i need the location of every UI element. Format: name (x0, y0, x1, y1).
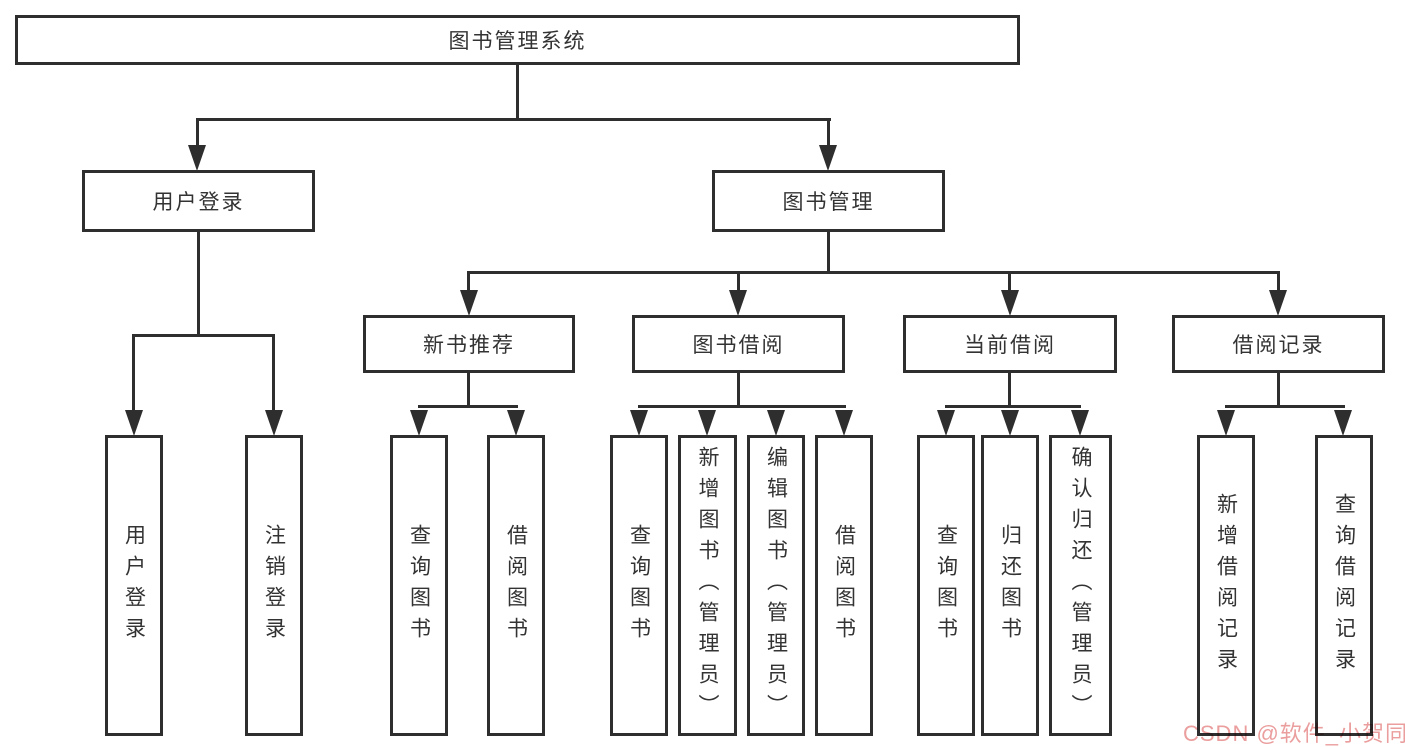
leaf-query-books-borrowing: 查询图书 (610, 435, 668, 736)
leaf-return-books: 归还图书 (981, 435, 1039, 736)
arrow-down-icon (819, 145, 837, 171)
leaf-confirm-return-admin: 确认归还（管理员） (1049, 435, 1112, 736)
arrow-down-icon (729, 290, 747, 316)
leaf-add-books-admin: 新增图书（管理员） (678, 435, 737, 736)
arrow-down-icon (410, 410, 428, 436)
leaf-borrow-books-recommend: 借阅图书 (487, 435, 545, 736)
leaf-borrow-books: 借阅图书 (815, 435, 873, 736)
node-label: 图书管理 (782, 191, 875, 214)
connector-line (1008, 271, 1011, 293)
connector-line (638, 405, 846, 408)
connector-line (827, 118, 830, 147)
arrow-down-icon (1334, 410, 1352, 436)
connector-line (827, 232, 830, 274)
arrow-down-icon (265, 410, 283, 436)
node-book-borrowing: 图书借阅 (632, 315, 845, 373)
node-user-login: 用户登录 (82, 170, 315, 232)
connector-line (1277, 271, 1280, 293)
connector-line (516, 65, 519, 120)
arrow-down-icon (698, 410, 716, 436)
node-label: 借阅记录 (1232, 334, 1325, 357)
node-borrowing-records: 借阅记录 (1172, 315, 1385, 373)
connector-line (945, 405, 1081, 408)
node-library-management-system: 图书管理系统 (15, 15, 1020, 65)
node-label: 查询图书 (407, 523, 431, 648)
connector-line (197, 232, 200, 336)
node-label: 归还图书 (998, 523, 1022, 648)
leaf-edit-books-admin: 编辑图书（管理员） (747, 435, 805, 736)
arrow-down-icon (630, 410, 648, 436)
arrow-down-icon (1071, 410, 1089, 436)
arrow-down-icon (125, 410, 143, 436)
node-label: 确认归还（管理员） (1069, 446, 1092, 725)
node-new-book-recommendation: 新书推荐 (363, 315, 575, 373)
connector-line (1277, 373, 1280, 408)
connector-line (467, 271, 470, 293)
arrow-down-icon (460, 290, 478, 316)
connector-line (196, 118, 199, 147)
node-label: 新书推荐 (423, 334, 515, 357)
node-label: 用户登录 (122, 523, 146, 648)
leaf-add-borrow-record: 新增借阅记录 (1197, 435, 1255, 736)
connector-line (1225, 405, 1345, 408)
node-label: 查询图书 (627, 523, 651, 648)
connector-line (467, 373, 470, 408)
leaf-user-login: 用户登录 (105, 435, 163, 736)
arrow-down-icon (767, 410, 785, 436)
arrow-down-icon (1001, 410, 1019, 436)
node-book-management: 图书管理 (712, 170, 945, 232)
arrow-down-icon (1217, 410, 1235, 436)
connector-line (737, 373, 740, 408)
node-label: 当前借阅 (964, 334, 1056, 357)
node-label: 查询借阅记录 (1332, 492, 1356, 679)
arrow-down-icon (1001, 290, 1019, 316)
connector-line (132, 334, 275, 337)
node-label: 编辑图书（管理员） (764, 446, 788, 725)
leaf-query-books-current: 查询图书 (917, 435, 975, 736)
connector-line (132, 334, 135, 412)
connector-line (418, 405, 518, 408)
node-label: 用户登录 (152, 191, 245, 214)
node-label: 查询图书 (934, 523, 958, 648)
node-label: 新增借阅记录 (1214, 492, 1238, 679)
leaf-query-books-recommend: 查询图书 (390, 435, 448, 736)
node-label: 图书借阅 (692, 334, 785, 357)
node-label: 新增图书（管理员） (696, 446, 719, 725)
connector-line (272, 334, 275, 412)
node-current-borrowing: 当前借阅 (903, 315, 1117, 373)
arrow-down-icon (835, 410, 853, 436)
connector-line (196, 118, 831, 121)
connector-line (737, 271, 740, 293)
node-label: 借阅图书 (832, 523, 856, 648)
node-label: 借阅图书 (504, 523, 528, 648)
connector-line (1008, 373, 1011, 408)
node-label: 图书管理系统 (448, 30, 587, 53)
leaf-query-borrow-record: 查询借阅记录 (1315, 435, 1373, 736)
arrow-down-icon (507, 410, 525, 436)
csdn-watermark: CSDN @软件_小贺同学 (1183, 721, 1405, 746)
arrow-down-icon (1269, 290, 1287, 316)
connector-line (467, 271, 1280, 274)
arrow-down-icon (188, 145, 206, 171)
node-label: 注销登录 (262, 523, 286, 648)
arrow-down-icon (937, 410, 955, 436)
leaf-logout: 注销登录 (245, 435, 303, 736)
